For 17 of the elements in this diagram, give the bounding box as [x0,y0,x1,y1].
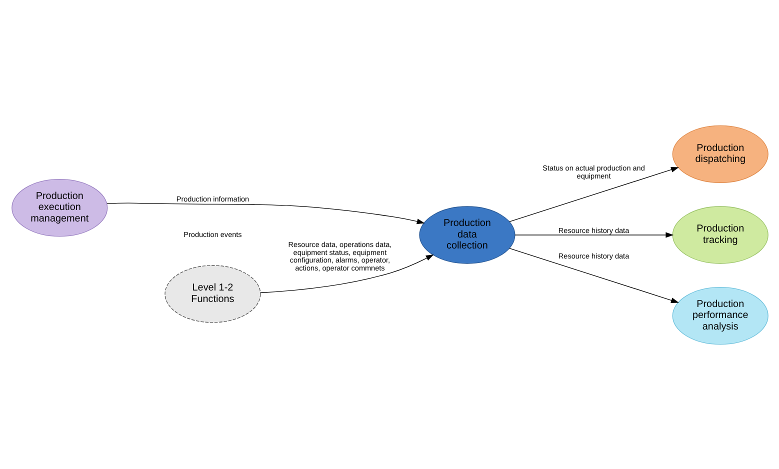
node-ellipse: Production data collection [418,206,515,264]
edge-label: Resource history data [558,251,629,260]
label: Production events [183,229,242,238]
node-ellipse: Production performance analysis [672,286,768,344]
edge-label: Resource history data [558,225,629,234]
edge-label: Production information [176,194,249,204]
node-ellipse: Level 1-2 Functions [164,264,260,322]
arrow [508,248,679,302]
edge-label: Status on actual production and equipment [542,163,644,180]
node-ellipse: Production execution management [11,178,108,236]
edge-label: Resource data, operations data, equipment status, equipment configuration, alarms, operator, actions, operator commnets [288,239,392,272]
node-ellipse: Production dispatching [672,124,768,182]
arrow [260,254,434,293]
arrow [514,232,674,238]
arrow [508,166,679,222]
node-ellipse: Production tracking [672,206,768,264]
arrow [106,202,424,224]
